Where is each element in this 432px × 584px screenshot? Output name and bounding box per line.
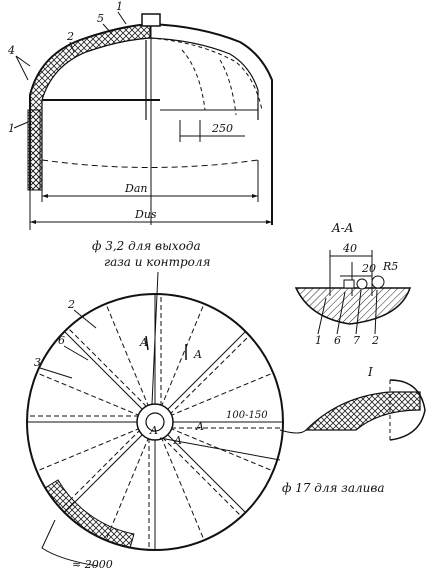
section-aa-title: A-A xyxy=(331,221,354,235)
elevation-view: 250 1 5 2 4 1 Dan Dus xyxy=(7,0,273,230)
dim-250: 250 xyxy=(211,122,233,135)
detail-1-label: I xyxy=(367,365,373,379)
plan-a-2: A xyxy=(193,348,202,361)
dim-2000: ≈ 2000 xyxy=(72,558,113,571)
note-gas-line2: газа и контроля xyxy=(104,255,210,269)
plan-label-6: 6 xyxy=(58,334,65,347)
dim-100-150: 100-150 xyxy=(226,410,268,421)
sec-num-6: 6 xyxy=(334,334,341,347)
sec-num-2: 2 xyxy=(371,334,379,347)
dim-20: 20 xyxy=(361,262,376,275)
plan-a-5: A xyxy=(173,434,182,447)
dim-dan: Dan xyxy=(124,182,147,195)
callout-2-top: 2 xyxy=(66,30,74,43)
plan-a-1: A xyxy=(139,336,148,349)
sec-num-1: 1 xyxy=(315,334,322,347)
plan-a-3: A xyxy=(149,424,158,437)
callout-4: 4 xyxy=(7,44,15,57)
plan-a-4: A xyxy=(195,420,204,433)
callout-1-left: 1 xyxy=(8,122,15,135)
note-gas-line1: ф 3,2 для выхода xyxy=(92,239,201,253)
dim-r5: R5 xyxy=(382,260,398,273)
section-aa: A-A 40 20 R5 1 6 7 2 xyxy=(294,221,412,347)
note-fill: ф 17 для залива xyxy=(282,481,385,495)
dim-40: 40 xyxy=(342,242,357,255)
plan-label-3: 3 xyxy=(34,356,41,369)
sec-num-7: 7 xyxy=(353,334,360,347)
dim-dus: Dus xyxy=(134,208,157,221)
callout-1-top: 1 xyxy=(116,0,123,13)
plan-view: 2 6 3 A A A A A 100-150 ≈ 2000 xyxy=(26,271,284,571)
detail-i: I xyxy=(279,365,426,441)
callout-5: 5 xyxy=(97,12,104,25)
plan-label-2: 2 xyxy=(67,298,75,311)
